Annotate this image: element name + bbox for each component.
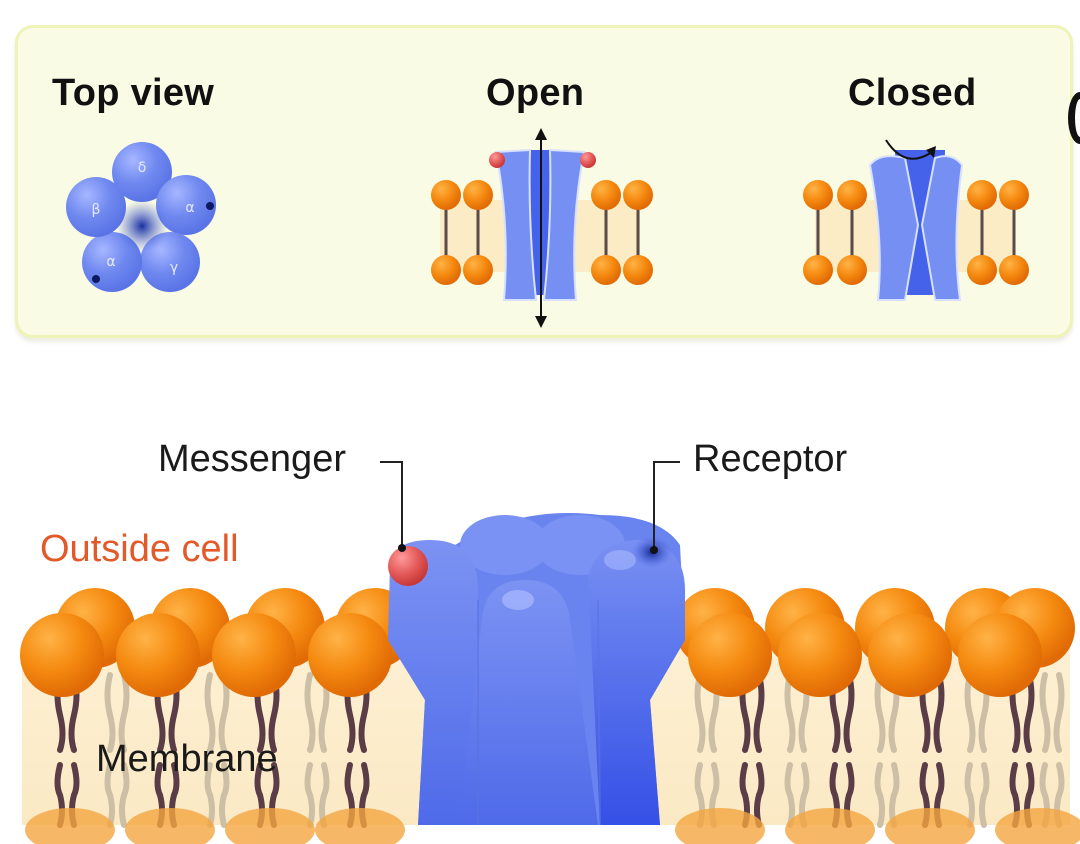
subunit-label-alpha-right: α xyxy=(185,200,194,216)
open-channel-left-subunit xyxy=(494,148,538,301)
subunit-alpha-right xyxy=(156,175,216,235)
lipid-head xyxy=(688,613,772,697)
open-channel-diagram xyxy=(431,128,653,328)
lipid-head xyxy=(308,613,392,697)
messenger-molecule xyxy=(388,546,428,586)
subunit-beta xyxy=(66,177,126,237)
lipid-heads-bottom xyxy=(25,808,1080,844)
membrane-label: Membrane xyxy=(96,738,278,780)
receptor-leader-line xyxy=(653,461,680,550)
closing-arrow xyxy=(885,139,933,160)
lipid-heads-front-row xyxy=(20,613,1042,697)
lipid-head-bottom xyxy=(225,808,315,844)
lipid-tail xyxy=(304,672,316,828)
lipid-head-bottom xyxy=(125,808,215,844)
outside-cell-label: Outside cell xyxy=(40,528,239,570)
lipid-head xyxy=(958,613,1042,697)
lipid-tail xyxy=(118,672,130,828)
messenger-label: Messenger xyxy=(158,438,346,480)
label-leaders xyxy=(380,461,680,554)
pore-center xyxy=(116,200,168,252)
lipid-pair xyxy=(431,180,653,285)
top-view-title: Top view xyxy=(52,72,215,114)
lipid-head-bottom xyxy=(315,808,405,844)
lipid-head xyxy=(868,613,952,697)
lipid-tail xyxy=(874,672,886,828)
closed-channel-right-subunit xyxy=(920,155,964,301)
lipid-tail xyxy=(218,672,230,828)
top-view-pentamer: δ α γ α β xyxy=(66,142,216,292)
arrow-head-up xyxy=(535,128,547,140)
lipid-head xyxy=(212,613,296,697)
lipid-tail xyxy=(784,672,796,828)
receptor-right-subunit xyxy=(588,540,685,825)
lipid-pair xyxy=(803,180,1029,285)
lipid-head-bottom xyxy=(785,808,875,844)
lipid-head-bottom xyxy=(675,808,765,844)
cutoff-glyph xyxy=(1068,92,1080,144)
lipid-head xyxy=(116,613,200,697)
subunit-label-gamma: γ xyxy=(170,260,178,276)
binding-site-right xyxy=(206,202,214,210)
lipid-head-bottom xyxy=(25,808,115,844)
receptor-label: Receptor xyxy=(693,438,848,480)
receptor-left-subunit xyxy=(388,540,478,825)
receptor-channel xyxy=(388,513,685,826)
lipid-tail xyxy=(104,672,116,828)
messenger-leader-line xyxy=(380,461,403,546)
lipid-head-bottom xyxy=(885,808,975,844)
lipid-head xyxy=(20,613,104,697)
binding-site-left xyxy=(92,275,100,283)
receptor-back-subunit-left xyxy=(460,515,550,575)
subunit-label-delta: δ xyxy=(138,160,147,176)
closed-channel-diagram xyxy=(803,139,1029,301)
lipid-tail xyxy=(753,672,765,828)
lipid-head-bottom xyxy=(995,808,1080,844)
open-channel-right-subunit xyxy=(542,148,586,301)
open-messenger-right xyxy=(580,152,596,168)
arrow-head-down xyxy=(535,316,547,328)
subunit-label-beta: β xyxy=(92,202,101,218)
closed-channel-left-subunit xyxy=(868,155,920,301)
lipid-head xyxy=(778,613,862,697)
subunit-label-alpha-left: α xyxy=(106,254,115,270)
receptor-front-subunit xyxy=(458,580,598,825)
lipid-tail xyxy=(204,672,216,828)
open-title: Open xyxy=(486,72,585,114)
closing-arrow-head xyxy=(926,146,936,158)
open-messenger-left xyxy=(489,152,505,168)
closed-title: Closed xyxy=(848,72,977,114)
subunit-delta xyxy=(112,142,172,202)
lipid-tail xyxy=(964,672,976,828)
